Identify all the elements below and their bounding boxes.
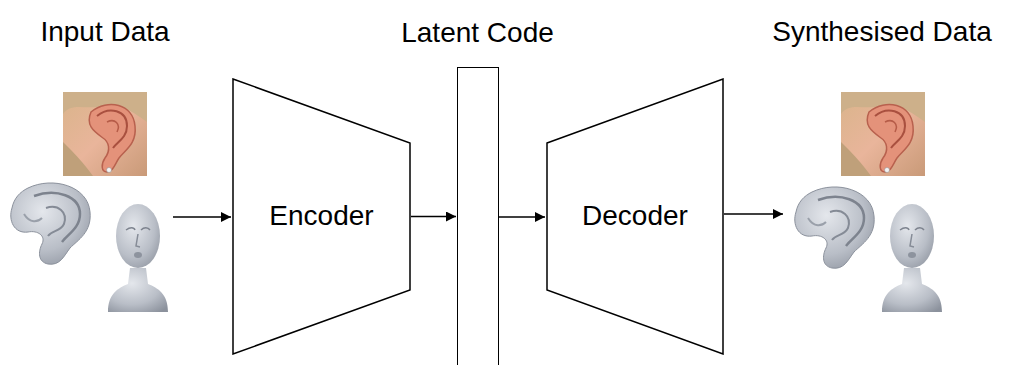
group-label: Input Data <box>40 17 169 48</box>
block-label: Decoder <box>582 201 688 232</box>
flow-arrow <box>499 216 545 218</box>
bar-heading: Latent Code <box>401 18 554 49</box>
group-label: Synthesised Data <box>772 17 991 48</box>
flow-arrow <box>411 216 456 218</box>
decoder-trapezoid: Decoder <box>546 78 724 355</box>
encoder-trapezoid: Encoder <box>232 78 411 355</box>
latent-bar: Latent Code <box>457 67 499 365</box>
block-label: Encoder <box>269 201 373 232</box>
